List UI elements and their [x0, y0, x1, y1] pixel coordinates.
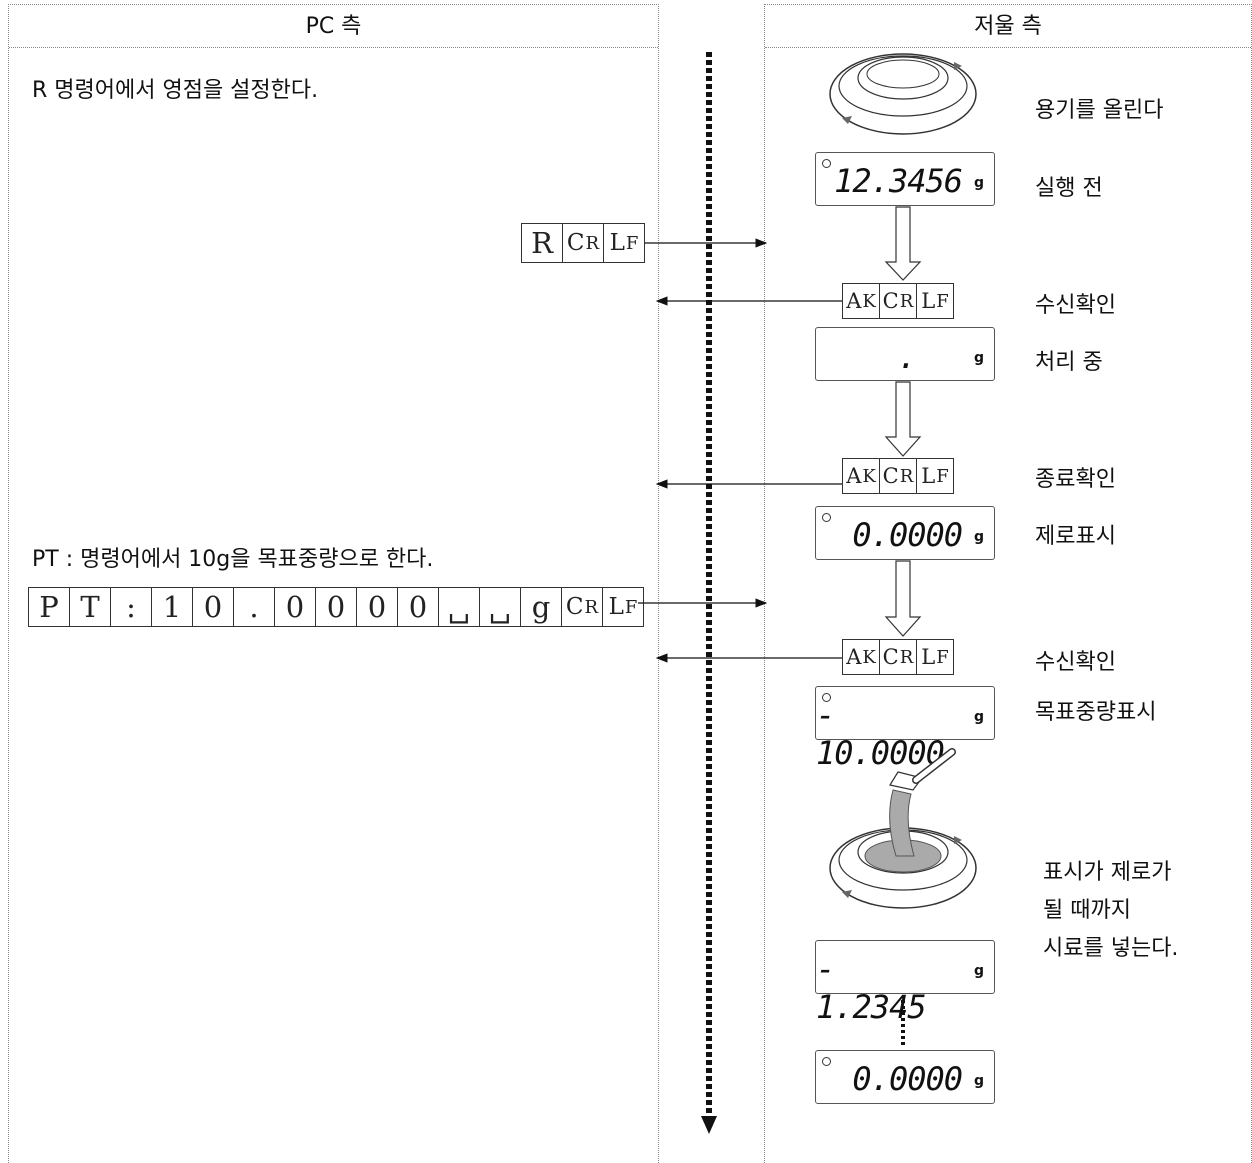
display-value: 12.3456: [834, 162, 963, 200]
command-cell: 0: [193, 588, 234, 626]
indicator-dot: [822, 693, 831, 702]
display-unit: g: [973, 1073, 984, 1089]
pan-container-illustration: [829, 53, 977, 135]
hollow-arrow-2: [884, 381, 922, 457]
ack1-label: 수신확인: [1035, 293, 1116, 318]
command-cell: 0: [275, 588, 316, 626]
command-cell: .: [234, 588, 275, 626]
display-value: 0.0000: [852, 1060, 963, 1098]
command-cell: R: [522, 224, 563, 262]
done-label: 종료확인: [1035, 467, 1116, 492]
ack2-label: 수신확인: [1035, 650, 1116, 675]
pc-column: PC 측: [8, 4, 659, 1163]
timeline-arrowhead: [701, 1116, 717, 1134]
command-cell: 0: [316, 588, 357, 626]
display-value: .: [897, 338, 917, 376]
sample-label-line2: 될 때까지: [1043, 898, 1131, 923]
command-cell: ␣: [480, 588, 521, 626]
display-before: 12.3456 g: [815, 152, 995, 206]
processing-label: 처리 중: [1035, 350, 1103, 375]
hollow-arrow-1: [884, 206, 922, 281]
command-cell: ␣: [439, 588, 480, 626]
command-cell: g: [521, 588, 562, 626]
command-cell: :: [111, 588, 152, 626]
command-cell: T: [70, 588, 111, 626]
sample-label-line3: 시료를 넣는다.: [1043, 936, 1179, 961]
display-unit: g: [973, 529, 984, 545]
display-target: - 10.0000 g: [815, 686, 995, 772]
display-final: 0.0000 g: [815, 1050, 995, 1104]
pan-pouring-illustration: [829, 748, 977, 909]
balance-column-header: 저울 측: [765, 5, 1251, 48]
pc-column-header: PC 측: [9, 5, 658, 48]
display-unit: g: [973, 963, 984, 979]
before-label: 실행 전: [1035, 176, 1103, 201]
command-cell: P: [29, 588, 70, 626]
command-cell: 0: [357, 588, 398, 626]
display-unit: g: [973, 175, 984, 191]
sample-label-line1: 표시가 제로가: [1043, 860, 1172, 885]
display-value: 0.0000: [852, 516, 963, 554]
display-unit: g: [973, 709, 984, 725]
display-unit: g: [973, 350, 984, 366]
indicator-dot: [822, 513, 831, 522]
step-target-text: PT : 명령어에서 10g을 목표중량으로 한다.: [32, 547, 434, 572]
step-zero-text: R 명령어에서 영점을 설정한다.: [32, 78, 319, 103]
command-cell: 1: [152, 588, 193, 626]
indicator-dot: [822, 159, 831, 168]
display-value: - 10.0000: [816, 696, 945, 772]
target-label: 목표중량표시: [1035, 700, 1157, 725]
display-zero: 0.0000 g: [815, 506, 995, 560]
command-cell: 0: [398, 588, 439, 626]
container-label: 용기를 올린다: [1035, 98, 1164, 123]
display-value: - 1.2345: [816, 950, 927, 1026]
zero-label: 제로표시: [1035, 524, 1116, 549]
display-processing: . g: [815, 327, 995, 381]
indicator-dot: [822, 1057, 831, 1066]
hollow-arrow-3: [884, 560, 922, 637]
display-filling: - 1.2345 g: [815, 940, 995, 1026]
